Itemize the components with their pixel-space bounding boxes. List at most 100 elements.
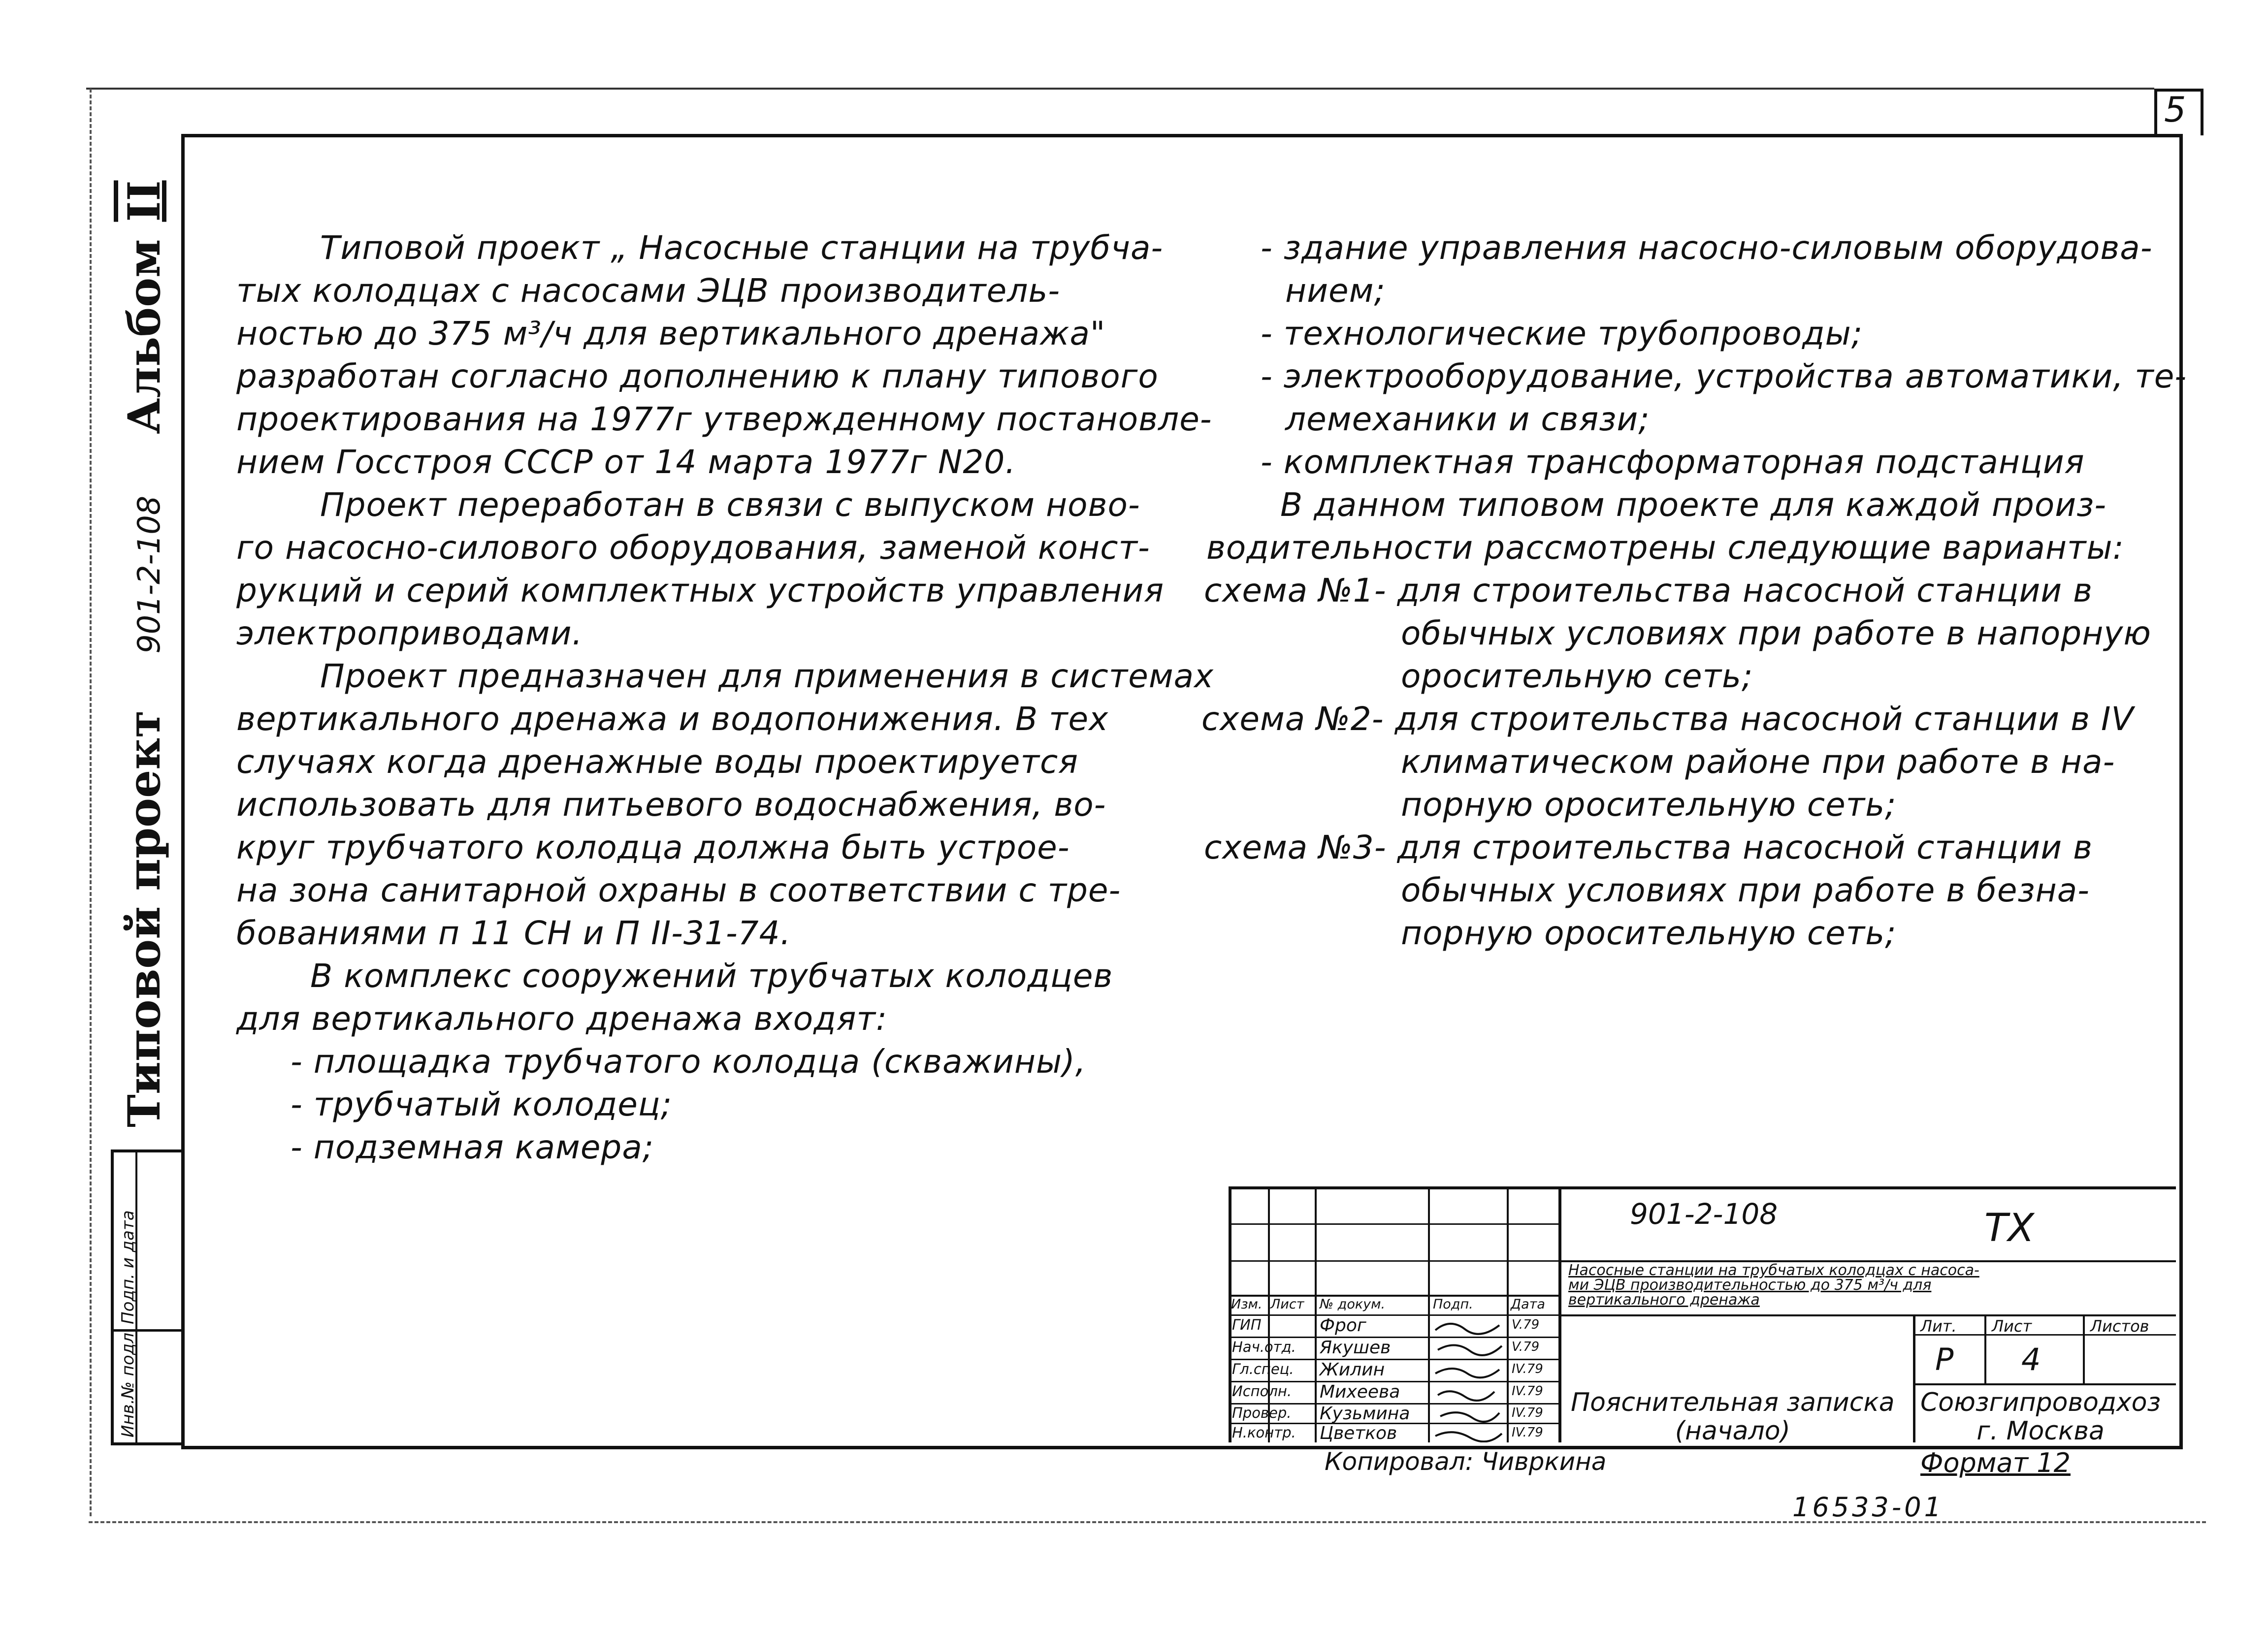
text-line: обычных условиях при работе в безна- xyxy=(1401,871,2090,909)
stamp-strip-bottom xyxy=(111,1442,184,1445)
tb-date: V.79 xyxy=(1512,1340,1540,1354)
text-line: Типовой проект „ Насосные станции на тру… xyxy=(320,229,1164,267)
page-number-box-right xyxy=(2201,89,2203,135)
tb-header-sign: Подп. xyxy=(1433,1297,1473,1312)
text-line: рукций и серий комплектных устройств упр… xyxy=(236,572,1165,609)
tb-lit-col2 xyxy=(2083,1314,2085,1383)
tb-date: IV.79 xyxy=(1512,1362,1543,1376)
tb-name: Жилин xyxy=(1320,1360,1385,1380)
stamp-sign-label: Подп. и дата xyxy=(118,1210,138,1324)
tb-role: Гл.спец. xyxy=(1232,1361,1294,1377)
tb-role: Нач.отд. xyxy=(1232,1339,1296,1355)
tb-lit-left xyxy=(1913,1314,1915,1442)
tb-row-line xyxy=(1229,1223,1558,1225)
stamp-strip-top xyxy=(111,1149,184,1152)
text-line: схема №1- для строительства насосной ста… xyxy=(1204,572,2093,609)
tb-right-row2 xyxy=(1558,1314,2176,1316)
tb-top-line xyxy=(1229,1186,2176,1189)
drawing-frame xyxy=(181,134,2183,1449)
side-project-label: Типовой проект xyxy=(118,710,170,1127)
tb-lit-value-line xyxy=(1913,1334,2176,1336)
tb-header-izm: Изм. xyxy=(1231,1297,1263,1312)
format-label: Формат 12 xyxy=(1920,1447,2071,1478)
tb-header-list: Лист xyxy=(1270,1297,1304,1312)
text-line: вертикального дренажа и водопонижения. В… xyxy=(236,700,1109,738)
tb-row-line xyxy=(1229,1403,1558,1405)
text-line: Проект предназначен для применения в сис… xyxy=(320,657,1214,695)
tb-row-line xyxy=(1229,1423,1558,1424)
tb-stage-label: Лит. xyxy=(1920,1317,1957,1336)
tb-date: V.79 xyxy=(1512,1317,1540,1332)
tb-sheets-label: Листов xyxy=(2090,1317,2149,1336)
side-album-label: Альбом xyxy=(118,239,170,434)
text-line: - электрооборудование, устройства автома… xyxy=(1261,357,2187,395)
page-number: 5 xyxy=(2164,90,2186,130)
tb-row-line xyxy=(1229,1381,1558,1382)
text-line: нием Госстроя СССР от 14 марта 1977г N20… xyxy=(236,443,1016,481)
text-line: лемеханики и связи; xyxy=(1285,400,1650,438)
text-line: - трубчатый колодец; xyxy=(291,1085,672,1123)
tb-lit-bottom-line xyxy=(1913,1383,2176,1385)
text-line: на зона санитарной охраны в соответствии… xyxy=(236,871,1121,909)
side-label: Типовой проект 901-2-108 Альбом II xyxy=(118,180,170,1127)
left-text-column: Типовой проект „ Насосные станции на тру… xyxy=(236,226,1214,1169)
tb-role: Исполн. xyxy=(1232,1383,1292,1400)
stamp-strip-col xyxy=(135,1149,137,1445)
trim-line-left xyxy=(90,89,92,1516)
tb-row-line xyxy=(1229,1314,1558,1316)
tb-object-title: Насосные станции на трубчатых колодцах с… xyxy=(1568,1262,1979,1309)
text-line: тых колодцах с насосами ЭЦВ производител… xyxy=(236,272,1061,310)
text-line: водительности рассмотрены следующие вари… xyxy=(1206,529,2124,567)
tb-stage-value: Р xyxy=(1935,1341,1954,1377)
text-line: нием; xyxy=(1285,272,1386,310)
tb-date: IV.79 xyxy=(1512,1405,1543,1420)
text-line: круг трубчатого колодца должна быть устр… xyxy=(236,829,1070,866)
tb-document-title: Пояснительная записка (начало) xyxy=(1571,1388,1895,1446)
page-number-box-left xyxy=(2154,89,2157,135)
tb-name: Якушев xyxy=(1320,1338,1391,1358)
tb-name: Михеева xyxy=(1320,1382,1400,1402)
inventory-number: 16533-01 xyxy=(1792,1492,1944,1523)
tb-sheet-label: Лист xyxy=(1992,1317,2032,1336)
tb-mark: ТХ xyxy=(1984,1206,2035,1250)
tb-row-line xyxy=(1229,1359,1558,1360)
tb-row-line xyxy=(1229,1337,1558,1338)
tb-role: ГИП xyxy=(1232,1316,1262,1333)
tb-lit-header-line xyxy=(1913,1314,2176,1316)
tb-lit-col1 xyxy=(1984,1314,1986,1383)
tb-date: IV.79 xyxy=(1512,1384,1543,1399)
tb-header-doc: № докум. xyxy=(1320,1297,1386,1312)
tb-header-date: Дата xyxy=(1511,1297,1545,1312)
text-line: - здание управления насосно-силовым обор… xyxy=(1261,229,2153,267)
text-line: - подземная камера; xyxy=(291,1128,654,1166)
copied-by: Копировал: Чивркина xyxy=(1325,1447,1607,1476)
trim-line-bottom xyxy=(89,1521,2206,1523)
tb-right-row1 xyxy=(1558,1260,2176,1262)
tb-name: Кузьмина xyxy=(1320,1404,1410,1424)
page-number-box-top xyxy=(2154,89,2203,92)
right-text-column: - здание управления насосно-силовым обор… xyxy=(1201,226,2187,955)
tb-organization: Союзгипроводхоз г. Москва xyxy=(1920,1388,2161,1446)
text-line: случаях когда дренажные воды проектирует… xyxy=(236,743,1078,781)
text-line: ностью до 375 м³/ч для вертикального дре… xyxy=(236,315,1106,352)
text-line: для вертикального дренажа входят: xyxy=(236,1000,888,1038)
text-line: порную оросительную сеть; xyxy=(1401,914,1897,952)
stamp-strip-divider xyxy=(111,1329,184,1332)
text-line: бованиями п 11 СН и П II-31-74. xyxy=(236,914,791,952)
tb-role: Провер. xyxy=(1232,1405,1292,1421)
text-line: электроприводами. xyxy=(236,614,583,652)
tb-name: Фрог xyxy=(1320,1315,1366,1336)
tb-row-line xyxy=(1229,1295,1558,1297)
side-album-number: II xyxy=(118,180,170,222)
text-line: - площадка трубчатого колодца (скважины)… xyxy=(291,1043,1086,1081)
text-line: В комплекс сооружений трубчатых колодцев xyxy=(310,957,1113,995)
tb-date: IV.79 xyxy=(1512,1425,1543,1440)
stamp-inv-label: Инв.№ подл. xyxy=(118,1327,138,1437)
tb-code: 901-2-108 xyxy=(1630,1197,1778,1231)
text-line: обычных условиях при работе в напорную xyxy=(1401,614,2151,652)
stamp-strip-left xyxy=(111,1149,114,1445)
tb-row-line xyxy=(1229,1260,1558,1262)
text-line: использовать для питьевого водоснабжения… xyxy=(236,786,1106,824)
signatures-graphic xyxy=(1434,1323,1503,1442)
text-line: проектирования на 1977г утвержденному по… xyxy=(236,400,1212,438)
